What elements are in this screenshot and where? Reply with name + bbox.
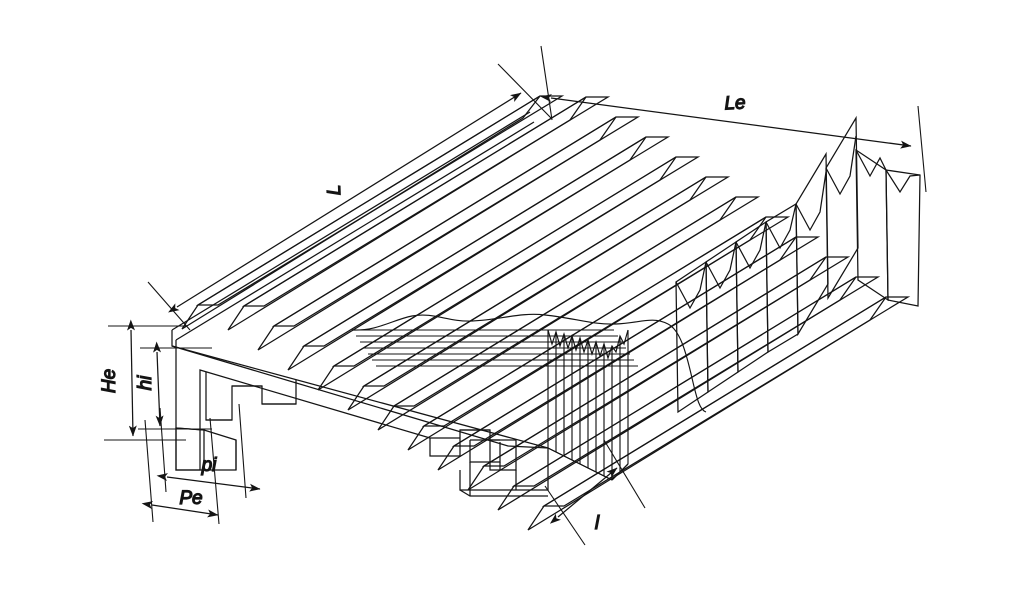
dimension-L-line — [168, 92, 522, 313]
dimension-l-line — [549, 467, 618, 524]
dimension-l: l — [544, 439, 646, 546]
dimension-Le-line — [540, 94, 912, 149]
dimension-Pe: Pe — [141, 417, 220, 525]
dimension-He: He — [98, 319, 186, 441]
dimension-l-extension-far — [603, 439, 646, 509]
break-line-wavy — [351, 313, 707, 413]
compressed-leaf-stack — [547, 329, 629, 480]
dimension-He-label: He — [99, 369, 120, 393]
expanded-top-pleats — [181, 95, 911, 531]
dimension-l-label: l — [595, 513, 600, 534]
dimension-hi: hi — [134, 341, 212, 430]
dimension-Le: Le — [540, 45, 927, 193]
dimension-He-line — [127, 319, 137, 437]
dimension-Le-label: Le — [724, 92, 746, 114]
dimension-L-label: L — [324, 184, 345, 195]
dimension-L: L — [147, 63, 552, 331]
dimension-Pe-line — [141, 501, 219, 518]
dimension-Pe-label: Pe — [179, 488, 202, 509]
dimension-Le-extension-far — [917, 105, 927, 193]
dimension-hi-label: hi — [135, 375, 156, 391]
dimension-hi-line — [153, 341, 164, 427]
dimension-pi-line — [156, 473, 261, 492]
dimension-annotations: L Le He hi — [98, 45, 927, 546]
cover-front-face — [171, 330, 549, 449]
